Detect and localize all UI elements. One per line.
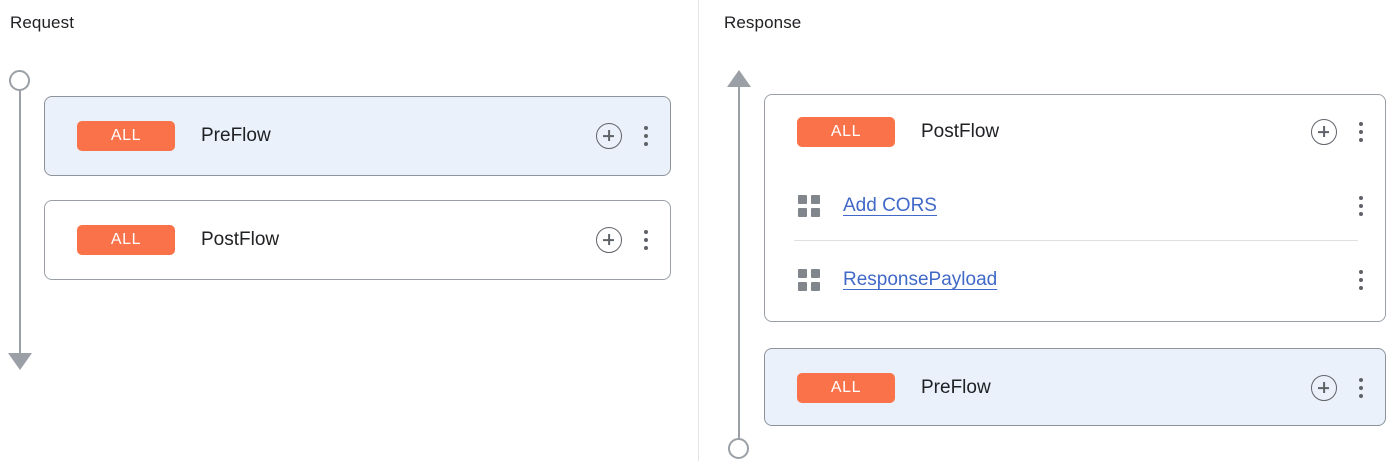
add-policy-button[interactable] (1311, 119, 1337, 145)
plus-circle-icon (596, 123, 622, 149)
policy-link[interactable]: Add CORS (843, 195, 937, 216)
kebab-menu-icon (1351, 193, 1371, 219)
flow-options-button[interactable] (636, 123, 656, 149)
connector-arrow-down-icon (8, 353, 32, 370)
flow-header-row[interactable]: ALL PostFlow (765, 95, 1385, 169)
connector-arrow-up-icon (727, 70, 751, 87)
plus-circle-icon (1311, 375, 1337, 401)
flow-name-label: PostFlow (201, 229, 280, 250)
add-policy-button[interactable] (596, 227, 622, 253)
policy-separator (794, 240, 1358, 241)
method-badge: ALL (797, 373, 895, 403)
flow-options-button[interactable] (636, 227, 656, 253)
flow-row-actions (596, 227, 656, 253)
request-panel: Request ALL PreFlow (0, 0, 698, 461)
connector-start-circle-icon (9, 70, 30, 91)
flow-name-label: PostFlow (921, 121, 1000, 142)
flow-name-label: PreFlow (201, 125, 271, 146)
panel-divider (698, 0, 699, 461)
kebab-menu-icon (636, 227, 656, 253)
flow-row-actions (1311, 119, 1371, 145)
flow-row-actions (1311, 375, 1371, 401)
response-panel-title: Response (724, 13, 802, 32)
flow-options-button[interactable] (1351, 119, 1371, 145)
plus-circle-icon (596, 227, 622, 253)
flow-header-row[interactable]: ALL PostFlow (45, 201, 670, 279)
flow-card-request-postflow[interactable]: ALL PostFlow (44, 200, 671, 280)
policy-row-actions (1351, 193, 1371, 219)
plus-circle-icon (1311, 119, 1337, 145)
request-flow-connector (0, 70, 40, 370)
policy-row-add-cors[interactable]: Add CORS (765, 169, 1385, 243)
request-panel-title: Request (10, 13, 75, 32)
kebab-menu-icon (1351, 375, 1371, 401)
policy-options-button[interactable] (1351, 193, 1371, 219)
add-policy-button[interactable] (1311, 375, 1337, 401)
connector-end-circle-icon (728, 438, 749, 459)
add-policy-button[interactable] (596, 123, 622, 149)
policy-row-response-payload[interactable]: ResponsePayload (765, 243, 1385, 317)
policy-grid-icon (798, 269, 820, 291)
flow-name-label: PreFlow (921, 377, 991, 398)
flow-card-response-preflow[interactable]: ALL PreFlow (764, 348, 1386, 426)
connector-line (738, 86, 740, 440)
method-badge: ALL (797, 117, 895, 147)
response-panel: Response (698, 0, 1393, 461)
flow-card-response-postflow[interactable]: ALL PostFlow Add CORS (764, 94, 1386, 322)
connector-line (19, 90, 21, 355)
kebab-menu-icon (1351, 267, 1371, 293)
response-flow-connector (719, 70, 759, 459)
flow-options-button[interactable] (1351, 375, 1371, 401)
kebab-menu-icon (636, 123, 656, 149)
policy-grid-icon (798, 195, 820, 217)
flow-card-request-preflow[interactable]: ALL PreFlow (44, 96, 671, 176)
policy-row-actions (1351, 267, 1371, 293)
method-badge: ALL (77, 121, 175, 151)
policy-options-button[interactable] (1351, 267, 1371, 293)
flow-row-actions (596, 123, 656, 149)
policy-link[interactable]: ResponsePayload (843, 269, 998, 290)
flow-header-row[interactable]: ALL PreFlow (765, 349, 1385, 427)
kebab-menu-icon (1351, 119, 1371, 145)
flow-header-row[interactable]: ALL PreFlow (45, 97, 670, 175)
method-badge: ALL (77, 225, 175, 255)
